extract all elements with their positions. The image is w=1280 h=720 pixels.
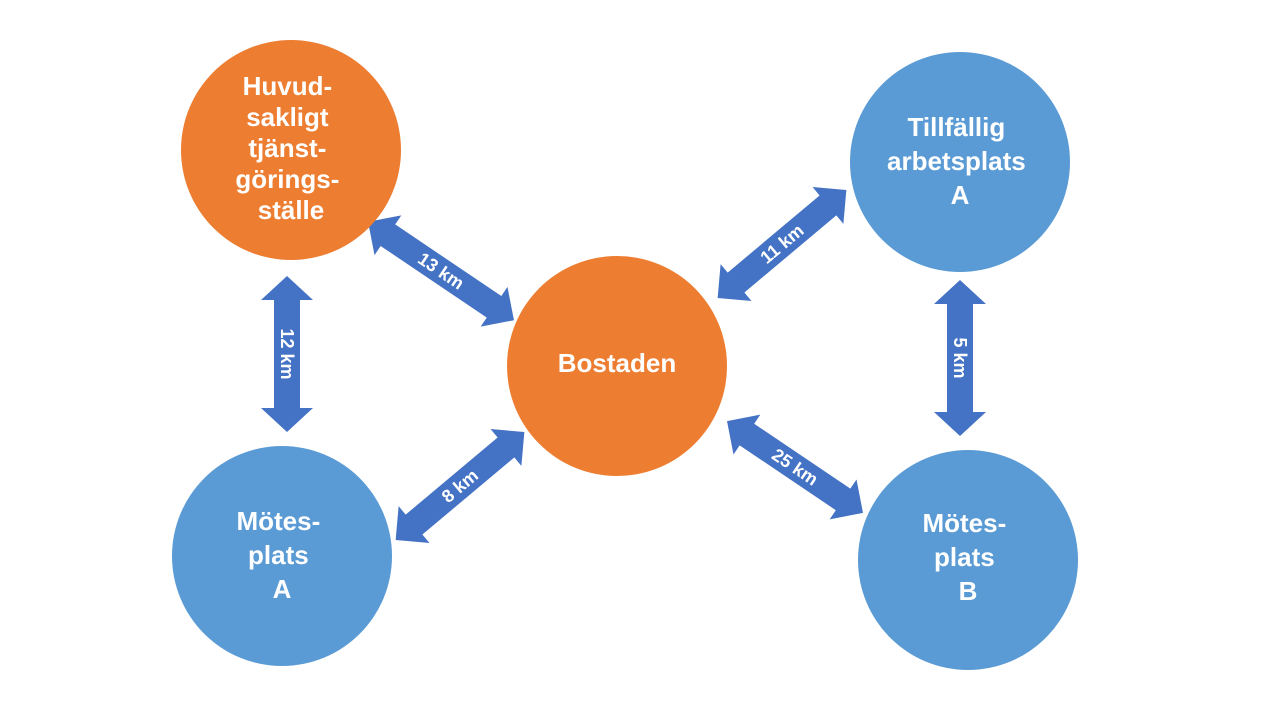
- arrow-huvud-motesplats-a: 12 km: [261, 276, 313, 432]
- arrow-bostaden-motesplats-b: 25 km: [727, 414, 863, 520]
- arrow-tillfallig-motesplats-b: 5 km: [934, 280, 986, 436]
- arrow-shape: [261, 276, 313, 432]
- node-circle: [850, 52, 1070, 272]
- arrow-bostaden-motesplats-a: 8 km: [395, 429, 525, 543]
- node-label-line: A: [951, 180, 970, 210]
- node-circle: [181, 40, 401, 260]
- node-label-line: plats: [248, 540, 309, 570]
- arrow-shape: [395, 429, 525, 543]
- arrow-shape: [717, 187, 847, 301]
- edge-label-5km: 5 km: [950, 337, 970, 378]
- arrow-huvud-bostaden: 13 km: [368, 215, 514, 327]
- node-label-line: B: [959, 576, 978, 606]
- node-motesplats-b: Mötes- plats B: [858, 450, 1078, 670]
- svg-text:Tillfällig arbetsplats: Tillfällig arbetsplats A: [887, 112, 1033, 210]
- node-label-line: Mötes-: [922, 508, 1006, 538]
- node-circle: [172, 446, 392, 666]
- arrow-bostaden-tillfallig: 11 km: [717, 187, 847, 301]
- svg-text:Mötes- plats B: Mötes- plats B: [922, 508, 1013, 606]
- node-label-line: Mötes-: [236, 506, 320, 536]
- node-label-line: plats: [934, 542, 995, 572]
- arrow-shape: [727, 414, 863, 520]
- arrow-shape: [934, 280, 986, 436]
- svg-text:Mötes- plats A: Mötes- plats A: [236, 506, 327, 604]
- node-label-line: Tillfällig: [908, 112, 1006, 142]
- node-label-line: tjänst-: [248, 133, 326, 163]
- node-circle: [858, 450, 1078, 670]
- svg-text:Huvud- sakligt tjä: Huvud- sakligt tjänst- görings- ställe: [235, 71, 346, 225]
- node-circle: [507, 256, 727, 476]
- node-tillfallig-arbetsplats-a: Tillfällig arbetsplats A: [850, 52, 1070, 272]
- arrow-shape: [368, 215, 514, 327]
- svg-text:Bostaden: Bostaden: [558, 348, 676, 378]
- node-label-line: sakligt: [246, 102, 329, 132]
- edge-label-12km: 12 km: [277, 328, 297, 379]
- node-bostaden: Bostaden: [507, 256, 727, 476]
- node-label-line: A: [273, 574, 292, 604]
- node-huvudsakligt-tjanstgoringsstalle: Huvud- sakligt tjänst- görings- ställe: [181, 40, 401, 260]
- node-label-line: ställe: [258, 195, 325, 225]
- node-label-line: Bostaden: [558, 348, 676, 378]
- node-motesplats-a: Mötes- plats A: [172, 446, 392, 666]
- node-label-line: Huvud-: [243, 71, 333, 101]
- node-label-line: görings-: [235, 164, 339, 194]
- node-label-line: arbetsplats: [887, 146, 1026, 176]
